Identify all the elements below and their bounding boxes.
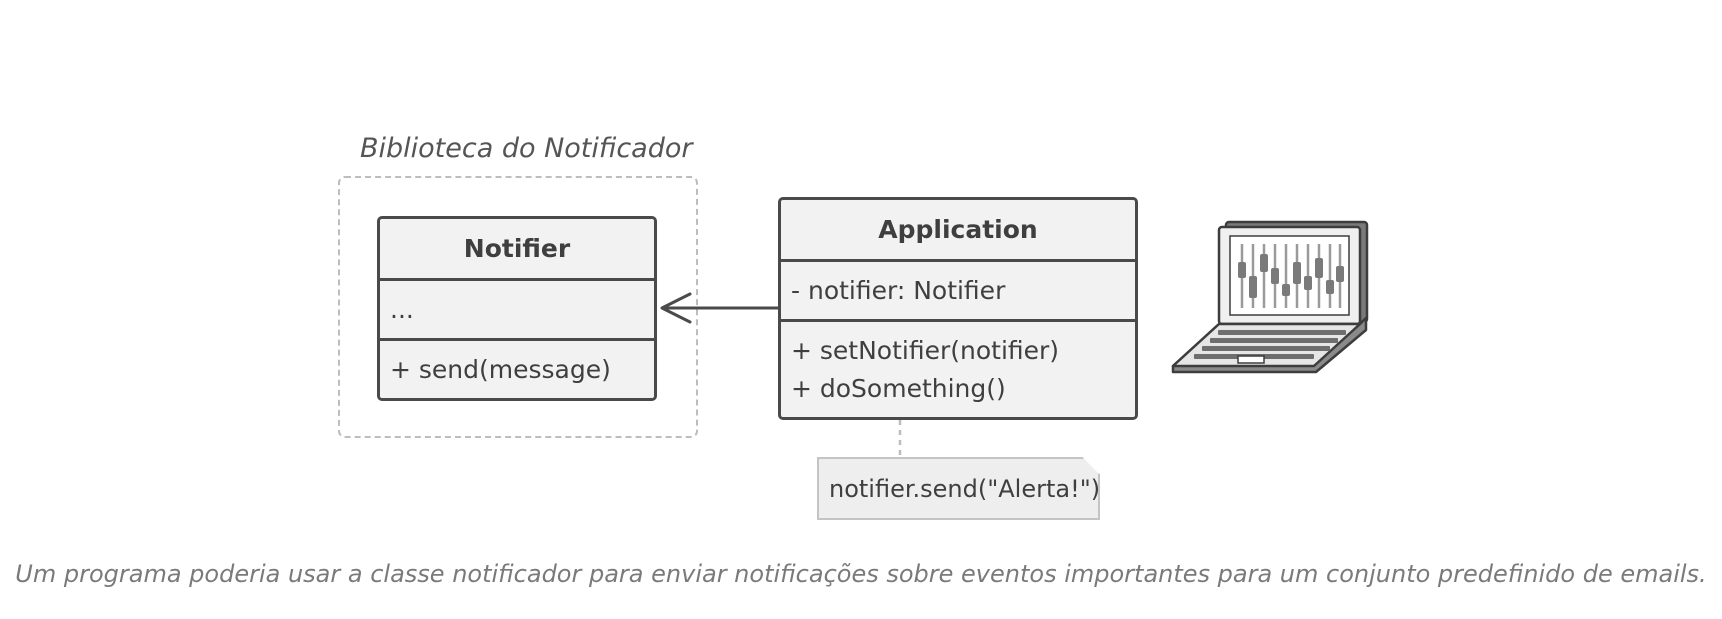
- notifier-fields: ...: [380, 281, 654, 341]
- notifier-methods: + send(message): [380, 341, 654, 398]
- application-field: - notifier: Notifier: [791, 275, 1006, 305]
- notifier-method: + send(message): [390, 354, 611, 384]
- application-method-do-something: + doSomething(): [791, 373, 1006, 403]
- application-fields: - notifier: Notifier: [781, 262, 1135, 322]
- figure-caption: Um programa poderia usar a classe notifi…: [15, 560, 1707, 588]
- application-methods: + setNotifier(notifier) + doSomething(): [781, 322, 1135, 417]
- application-class-box: Application - notifier: Notifier + setNo…: [778, 197, 1138, 420]
- notifier-class-name: Notifier: [380, 219, 654, 281]
- notifier-field: ...: [390, 294, 414, 324]
- application-method-set-notifier: + setNotifier(notifier): [791, 335, 1060, 365]
- notifier-class-box: Notifier ... + send(message): [377, 216, 657, 401]
- package-title: Biblioteca do Notificador: [360, 133, 693, 164]
- code-note: notifier.send("Alerta!"): [817, 457, 1100, 520]
- laptop-icon: [1171, 220, 1369, 374]
- application-class-name: Application: [781, 200, 1135, 262]
